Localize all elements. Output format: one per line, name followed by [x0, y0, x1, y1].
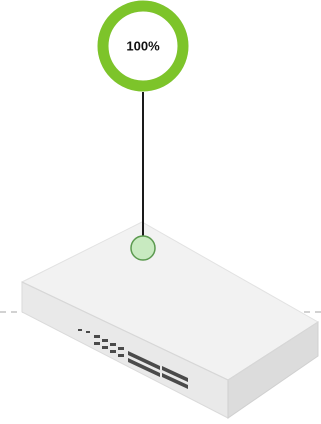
network-switch-icon[interactable]	[22, 222, 318, 418]
health-gauge-label: 100%	[126, 39, 160, 54]
health-gauge[interactable]: 100%	[103, 6, 183, 86]
device-node-marker[interactable]	[131, 236, 155, 260]
